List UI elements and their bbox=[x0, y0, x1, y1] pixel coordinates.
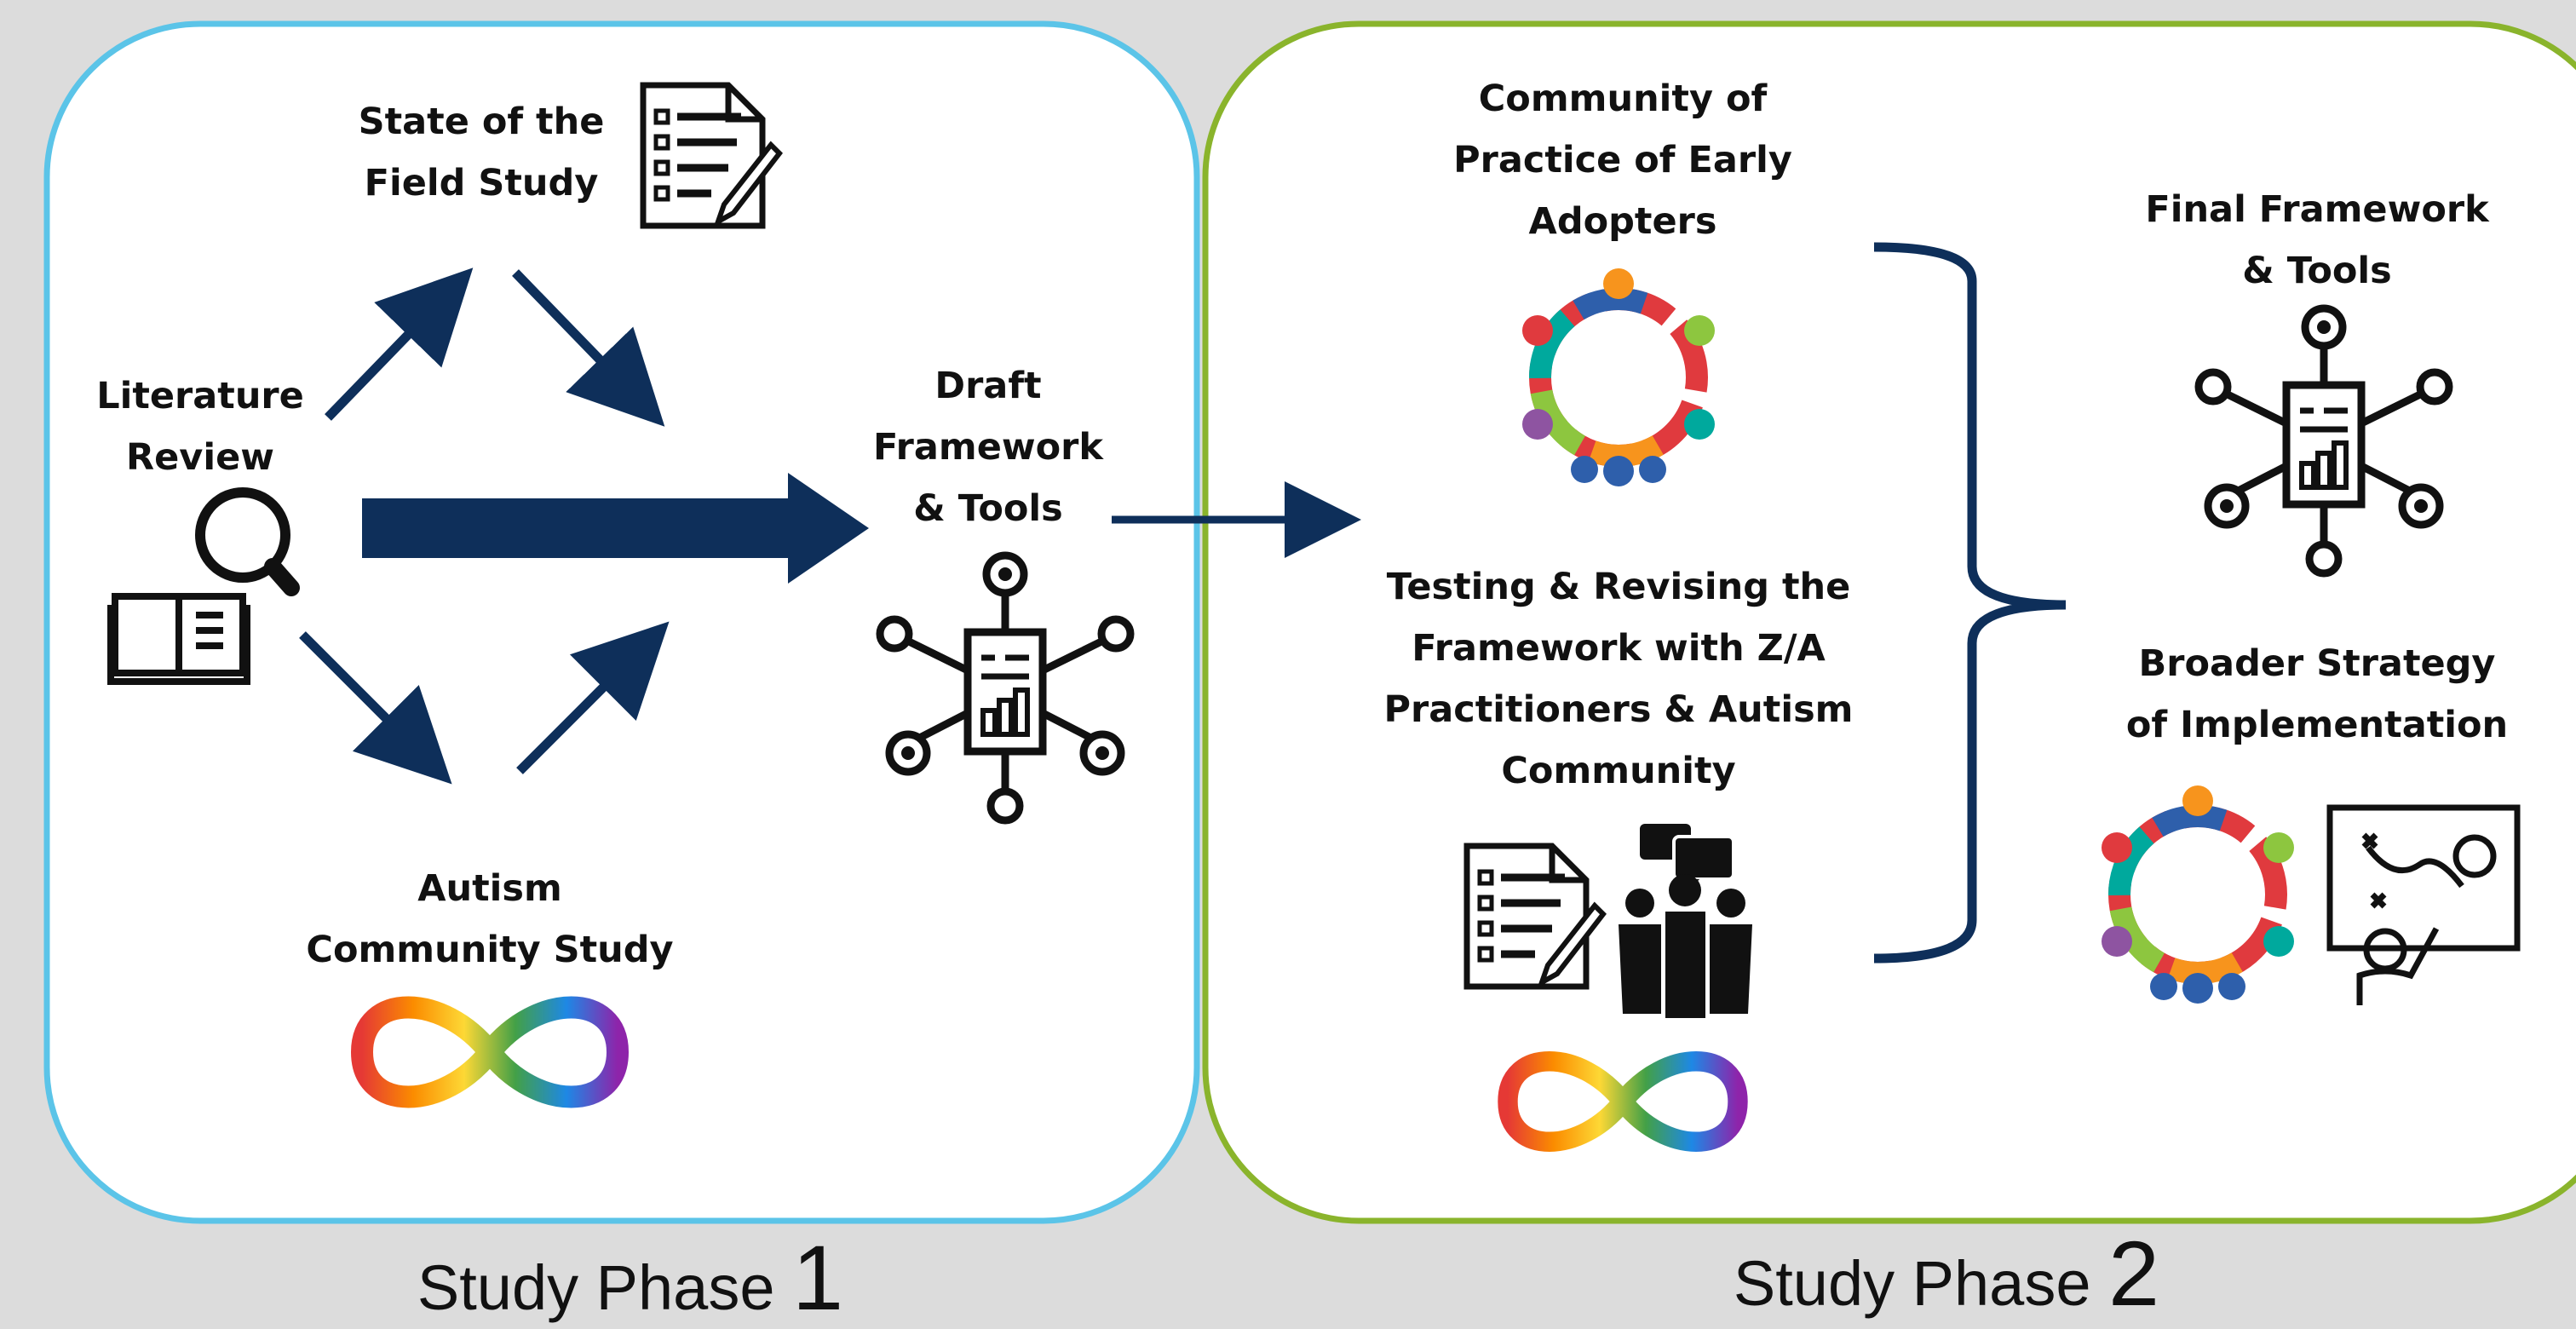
node-broader-strategy: Broader Strategy of Implementation bbox=[2125, 642, 2509, 746]
node-literature-review: Literature Review bbox=[96, 375, 304, 479]
strategy-board-icon bbox=[2326, 804, 2521, 1005]
arrow-lit-to-state bbox=[325, 268, 474, 421]
phase1-label-text: Study Phase bbox=[417, 1252, 793, 1323]
arrow-main-to-draft bbox=[362, 473, 869, 584]
bracket bbox=[1873, 242, 2067, 964]
arrow-autism-to-draft bbox=[516, 621, 670, 774]
node-autism-community-study: Autism Community Study bbox=[306, 867, 674, 971]
node-state-of-field: State of the Field Study bbox=[358, 101, 605, 204]
arrow-lit-to-autism bbox=[299, 631, 452, 785]
phase1-label: Study Phase 1 bbox=[383, 1232, 877, 1326]
phase2-label-text: Study Phase bbox=[1733, 1248, 2109, 1319]
phase1-label-number: 1 bbox=[792, 1226, 844, 1329]
group-discussion-icon bbox=[1619, 824, 1752, 1018]
magnifying-glass-icon bbox=[195, 487, 300, 596]
phase2-label-number: 2 bbox=[2108, 1222, 2160, 1325]
node-draft-framework: Draft Framework & Tools bbox=[873, 365, 1103, 530]
node-community-of-practice: Community of Practice of Early Adopters bbox=[1453, 78, 1792, 243]
phase2-label: Study Phase 2 bbox=[1691, 1228, 2202, 1322]
node-final-framework: Final Framework & Tools bbox=[2145, 188, 2489, 292]
open-book-icon bbox=[107, 593, 250, 685]
arrow-state-to-draft bbox=[512, 269, 665, 427]
node-testing-revising: Testing & Revising the Framework with Z/… bbox=[1383, 566, 1854, 792]
